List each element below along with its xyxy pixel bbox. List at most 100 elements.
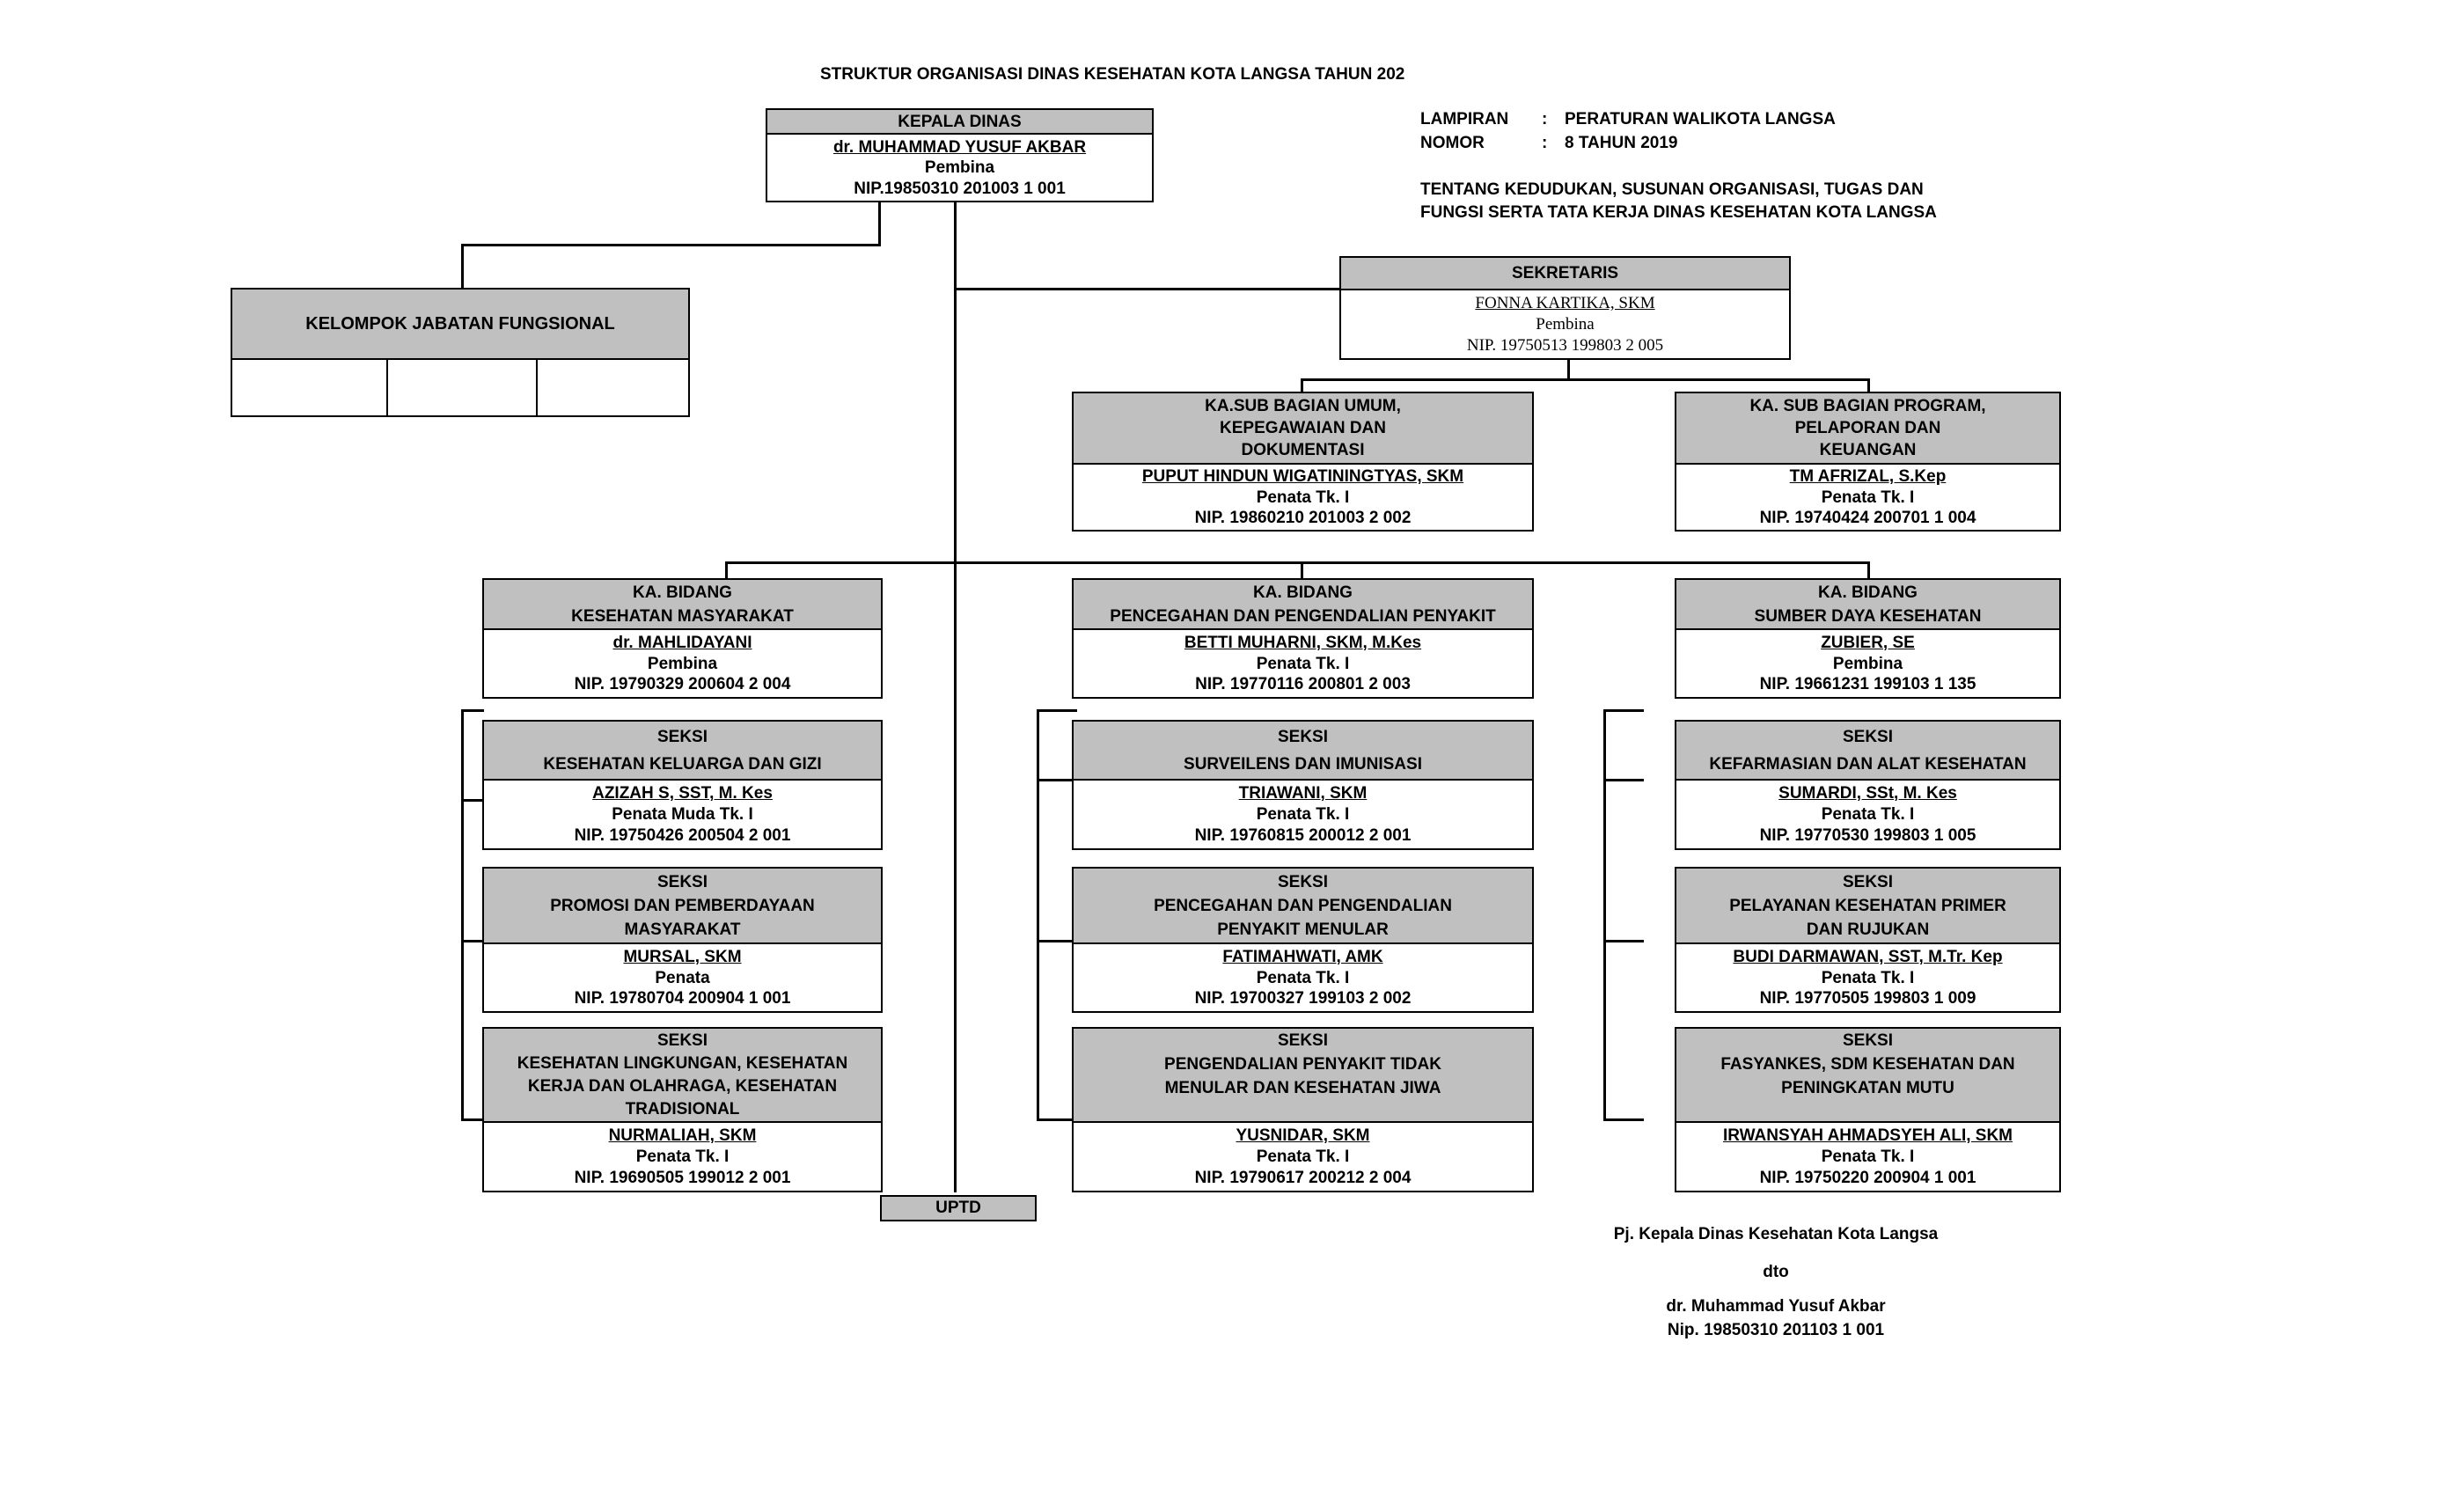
kepala-dinas-box: KEPALA DINAS dr. MUHAMMAD YUSUF AKBAR Pe…: [766, 108, 1154, 202]
seksi-ptm-rank: Penata Tk. I: [1256, 1148, 1350, 1166]
seksi-ptm-box: SEKSI PENGENDALIAN PENYAKIT TIDAK MENULA…: [1072, 1027, 1534, 1192]
connector-seksi-menular: [1037, 940, 1077, 942]
signature-dto: dto: [1763, 1263, 1789, 1281]
seksi-kesling-nip: NIP. 19690505 199012 2 001: [574, 1169, 791, 1187]
seksi-kesling-title-2: KESEHATAN LINGKUNGAN, KESEHATAN: [517, 1054, 848, 1073]
seksi-surveilens-nip: NIP. 19760815 200012 2 001: [1194, 826, 1412, 845]
bidang-sdk-box: KA. BIDANG SUMBER DAYA KESEHATAN ZUBIER,…: [1675, 578, 2061, 699]
bidang-kesmas-name: dr. MAHLIDAYANI: [612, 633, 752, 652]
bidang-kesmas-title-2: KESEHATAN MASYARAKAT: [571, 606, 794, 626]
nomor-value: 8 TAHUN 2019: [1565, 134, 1678, 152]
seksi-gizi-title-2: KESEHATAN KELUARGA DAN GIZI: [543, 754, 822, 774]
kepala-dinas-name: dr. MUHAMMAD YUSUF AKBAR: [832, 137, 1087, 157]
seksi-menular-title-3: PENYAKIT MENULAR: [1217, 920, 1389, 939]
subbag-umum-title-1: KA.SUB BAGIAN UMUM,: [1205, 397, 1401, 415]
seksi-yankes-title-2: PELAYANAN KESEHATAN PRIMER: [1729, 896, 2006, 915]
fungsional-slot-1: [232, 360, 388, 415]
connector-subbag-umum-down: [1301, 378, 1303, 393]
seksi-menular-name: FATIMAHWATI, AMK: [1222, 947, 1383, 966]
connector-fungsional-horizontal: [461, 244, 881, 246]
bidang-p2p-title-2: PENCEGAHAN DAN PENGENDALIAN PENYAKIT: [1110, 606, 1496, 626]
signature-title-clip: Pj. Kepala Dinas Kesehatan Kota Langsa: [1598, 1226, 1954, 1245]
connector-subbag-horizontal: [1301, 378, 1870, 381]
kepala-dinas-nip: NIP.19850310 201003 1 001: [854, 179, 1066, 198]
connector-bidang-sdk-down: [1867, 561, 1870, 580]
bidang-kesmas-rank: Pembina: [647, 654, 718, 673]
connector-p2p-vertical: [1037, 709, 1039, 1121]
kelompok-jabatan-fungsional-title: KELOMPOK JABATAN FUNGSIONAL: [305, 313, 615, 334]
bidang-sdk-rank: Pembina: [1832, 654, 1903, 673]
subbag-program-name: TM AFRIZAL, S.Kep: [1789, 467, 1947, 487]
lampiran-value: PERATURAN WALIKOTA LANGSA: [1565, 111, 1836, 128]
signature-nip: Nip. 19850310 201103 1 001: [1667, 1321, 1885, 1339]
sekretaris-title: SEKRETARIS: [1511, 264, 1619, 282]
seksi-surveilens-name: TRIAWANI, SKM: [1238, 784, 1368, 803]
seksi-farmasi-title-2: KEFARMASIAN DAN ALAT KESEHATAN: [1709, 754, 2027, 774]
seksi-promosi-title-1: SEKSI: [656, 872, 708, 891]
sekretaris-name: FONNA KARTIKA, SKM: [1475, 294, 1655, 312]
bidang-p2p-rank: Penata Tk. I: [1256, 654, 1350, 673]
subbag-program-nip: NIP. 19740424 200701 1 004: [1759, 508, 1976, 527]
bidang-kesmas-title-1: KA. BIDANG: [633, 583, 732, 602]
connector-sekretaris-horizontal: [954, 288, 1342, 290]
subbag-umum-title-3: DOKUMENTASI: [1241, 441, 1365, 459]
connector-p2p-top: [1037, 709, 1077, 712]
seksi-menular-rank: Penata Tk. I: [1256, 968, 1350, 987]
seksi-farmasi-box: SEKSI KEFARMASIAN DAN ALAT KESEHATAN SUM…: [1675, 720, 2061, 850]
seksi-kesling-box: SEKSI KESEHATAN LINGKUNGAN, KESEHATAN KE…: [482, 1027, 883, 1192]
signature-name: dr. Muhammad Yusuf Akbar: [1666, 1297, 1886, 1316]
seksi-fasyankes-title-2: FASYANKES, SDM KESEHATAN DAN: [1720, 1055, 2015, 1074]
nomor-separator: :: [1542, 134, 1548, 152]
connector-kesmas-top: [461, 709, 484, 712]
seksi-yankes-title-1: SEKSI: [1842, 872, 1894, 891]
bidang-kesmas-nip: NIP. 19790329 200604 2 004: [574, 675, 791, 694]
bidang-p2p-box: KA. BIDANG PENCEGAHAN DAN PENGENDALIAN P…: [1072, 578, 1534, 699]
seksi-promosi-rank: Penata: [655, 968, 710, 987]
subbag-umum-title-2: KEPEGAWAIAN DAN: [1220, 419, 1386, 437]
connector-bidang-kesmas-down: [725, 561, 728, 580]
seksi-menular-box: SEKSI PENCEGAHAN DAN PENGENDALIAN PENYAK…: [1072, 867, 1534, 1013]
tentang-line-2: FUNGSI SERTA TATA KERJA DINAS KESEHATAN …: [1420, 203, 1937, 222]
bidang-p2p-nip: NIP. 19770116 200801 2 003: [1195, 675, 1411, 694]
subbag-program-title-1: KA. SUB BAGIAN PROGRAM,: [1749, 397, 1986, 415]
seksi-ptm-title-1: SEKSI: [1277, 1031, 1329, 1050]
seksi-yankes-name: BUDI DARMAWAN, SST, M.Tr. Kep: [1733, 947, 2003, 966]
subbag-program-box: KA. SUB BAGIAN PROGRAM, PELAPORAN DAN KE…: [1675, 392, 2061, 532]
seksi-kesling-title-1: SEKSI: [656, 1031, 708, 1050]
seksi-yankes-title-3: DAN RUJUKAN: [1806, 920, 1930, 939]
main-vertical-line: [954, 200, 957, 1192]
chart-title: STRUKTUR ORGANISASI DINAS KESEHATAN KOTA…: [820, 65, 1405, 84]
seksi-gizi-nip: NIP. 19750426 200504 2 001: [574, 826, 791, 845]
seksi-menular-title-2: PENCEGAHAN DAN PENGENDALIAN: [1154, 896, 1452, 915]
subbag-umum-rank: Penata Tk. I: [1256, 488, 1350, 507]
fungsional-slot-3: [538, 360, 688, 415]
connector-kepala-down: [878, 200, 881, 246]
seksi-promosi-title-3: MASYARAKAT: [624, 920, 741, 939]
kepala-dinas-title: KEPALA DINAS: [898, 112, 1022, 131]
connector-bidang-p2p-down: [1301, 561, 1303, 580]
uptd-label: UPTD: [935, 1199, 981, 1217]
seksi-surveilens-title-2: SURVEILENS DAN IMUNISASI: [1184, 754, 1422, 774]
fungsional-slot-2: [388, 360, 538, 415]
connector-sdk-vertical: [1603, 709, 1606, 1121]
sekretaris-box: SEKRETARIS FONNA KARTIKA, SKM Pembina NI…: [1339, 256, 1791, 360]
seksi-gizi-name: AZIZAH S, SST, M. Kes: [592, 784, 773, 803]
seksi-menular-title-1: SEKSI: [1277, 872, 1329, 891]
connector-sdk-top: [1603, 709, 1644, 712]
seksi-promosi-nip: NIP. 19780704 200904 1 001: [574, 989, 791, 1008]
seksi-fasyankes-rank: Penata Tk. I: [1821, 1148, 1915, 1166]
connector-bidang-horizontal: [725, 561, 1870, 564]
uptd-box: UPTD: [880, 1195, 1037, 1221]
bidang-sdk-nip: NIP. 19661231 199103 1 135: [1759, 675, 1976, 694]
bidang-sdk-title-1: KA. BIDANG: [1818, 583, 1918, 602]
seksi-kesling-rank: Penata Tk. I: [635, 1148, 730, 1166]
subbag-program-title-2: PELAPORAN DAN: [1794, 419, 1941, 437]
kepala-dinas-rank: Pembina: [924, 158, 995, 177]
seksi-gizi-title-1: SEKSI: [656, 727, 708, 746]
seksi-gizi-box: SEKSI KESEHATAN KELUARGA DAN GIZI AZIZAH…: [482, 720, 883, 850]
seksi-surveilens-rank: Penata Tk. I: [1256, 805, 1350, 824]
seksi-surveilens-box: SEKSI SURVEILENS DAN IMUNISASI TRIAWANI,…: [1072, 720, 1534, 850]
seksi-fasyankes-box: SEKSI FASYANKES, SDM KESEHATAN DAN PENIN…: [1675, 1027, 2061, 1192]
seksi-fasyankes-nip: NIP. 19750220 200904 1 001: [1759, 1169, 1976, 1187]
